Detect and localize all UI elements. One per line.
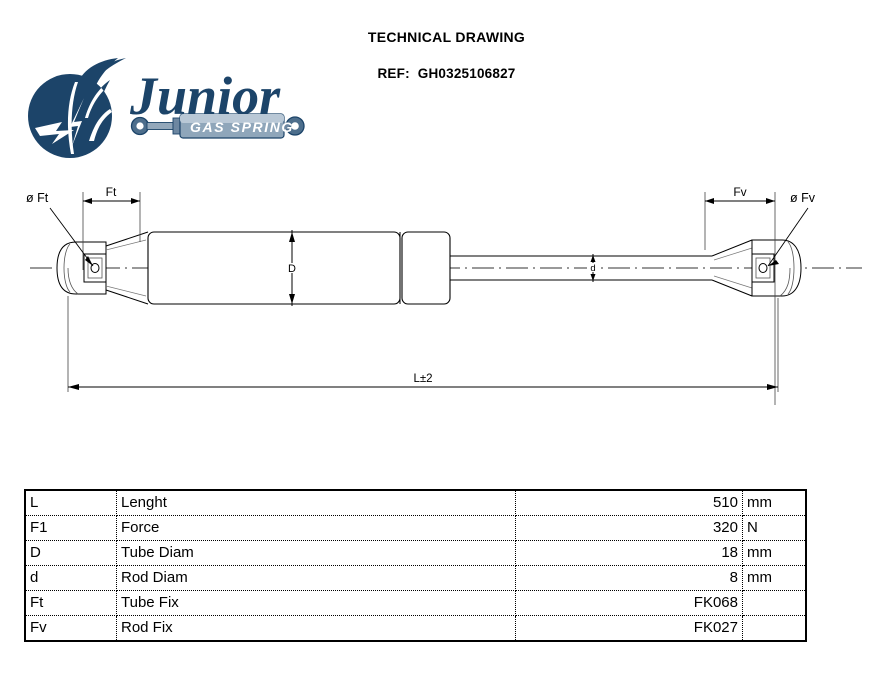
cell-value: 18 xyxy=(515,540,743,566)
cell-unit: mm xyxy=(742,565,806,591)
table-row: D Tube Diam 18 mm xyxy=(25,540,806,566)
cell-description: Rod Fix xyxy=(116,615,516,641)
cell-symbol: F1 xyxy=(25,515,117,541)
cylinder-tube xyxy=(147,231,451,305)
rod-fix-diameter-leader xyxy=(767,207,809,267)
overall-length-dimension xyxy=(67,296,779,392)
cell-symbol: L xyxy=(25,490,117,516)
tube-end-fitting xyxy=(56,231,149,305)
rod-fix-dim-label: Fv xyxy=(733,185,746,199)
cell-unit xyxy=(743,616,807,642)
rod-diameter-dimension xyxy=(587,254,599,282)
table-row: Fv Rod Fix FK027 xyxy=(25,615,807,642)
cell-description: Lenght xyxy=(116,490,516,516)
brand-tagline-text: GAS SPRING xyxy=(190,119,294,135)
cell-unit: mm xyxy=(742,540,806,566)
reference-value: GH0325106827 xyxy=(417,66,516,81)
cell-description: Tube Diam xyxy=(116,540,516,566)
tube-diameter-dimension xyxy=(286,230,299,306)
piston-rod xyxy=(450,255,712,281)
tube-diameter-label: D xyxy=(288,263,296,275)
overall-length-label: L±2 xyxy=(413,373,432,385)
cell-description: Force xyxy=(116,515,516,541)
page-title: TECHNICAL DRAWING xyxy=(367,29,526,45)
cell-value: 8 xyxy=(515,565,743,591)
table-row: L Lenght 510 mm xyxy=(25,490,806,516)
tube-fix-dim-label: Ft xyxy=(106,185,117,199)
cell-symbol: D xyxy=(25,540,117,566)
junior-wordmark: Junior GAS SPRING xyxy=(130,66,305,139)
cell-value: FK068 xyxy=(515,590,743,616)
tube-fix-dimension xyxy=(82,192,141,270)
gas-spring-badge-icon xyxy=(130,113,305,139)
cell-unit: mm xyxy=(742,490,806,516)
cell-unit xyxy=(742,590,806,616)
tube-fix-diameter-label: ø Ft xyxy=(26,191,49,205)
cell-symbol: Ft xyxy=(25,590,117,616)
rod-end-fitting xyxy=(711,239,802,297)
reference-label: REF: xyxy=(377,66,410,81)
brand-logo: Junior GAS SPRING xyxy=(22,56,314,162)
rod-fix-dimension xyxy=(704,192,776,405)
rod-diameter-label: d xyxy=(590,263,595,274)
cell-value: FK027 xyxy=(515,615,743,641)
junior-wing-emblem-icon xyxy=(28,58,126,158)
rod-fix-diameter-label: ø Fv xyxy=(790,191,816,205)
specification-table-body: L Lenght 510 mm F1 Force 320 N D Tube Di… xyxy=(25,490,806,641)
specification-table: L Lenght 510 mm F1 Force 320 N D Tube Di… xyxy=(24,489,807,642)
reference-line: REF: GH0325106827 xyxy=(0,66,893,81)
cell-description: Tube Fix xyxy=(116,590,516,616)
cell-unit: N xyxy=(742,515,806,541)
table-row: F1 Force 320 N xyxy=(25,515,806,541)
table-row: d Rod Diam 8 mm xyxy=(25,565,806,591)
cell-value: 320 xyxy=(515,515,743,541)
table-row: Ft Tube Fix FK068 xyxy=(25,590,806,616)
cell-symbol: d xyxy=(25,565,117,591)
cell-symbol: Fv xyxy=(25,615,117,641)
technical-drawing-figure: Ft ø Ft Fv ø Fv D xyxy=(26,185,862,405)
tube-fix-diameter-leader xyxy=(49,207,94,267)
cell-value: 510 xyxy=(515,490,743,516)
cell-description: Rod Diam xyxy=(116,565,516,591)
